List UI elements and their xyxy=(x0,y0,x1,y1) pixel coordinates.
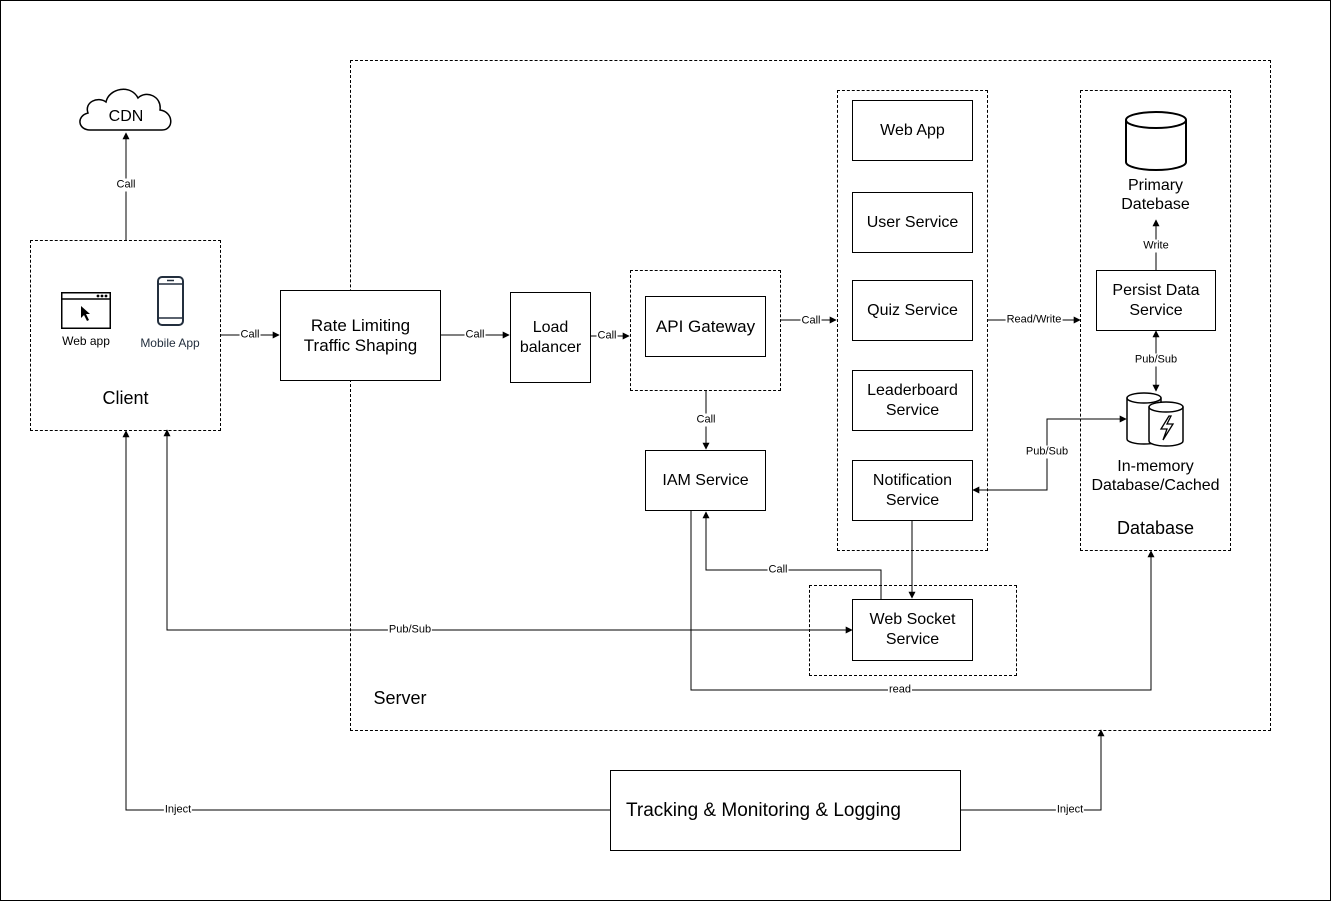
in-memory-database-label: In-memory Database/Cached xyxy=(1091,458,1220,494)
web-socket-container xyxy=(809,585,1017,676)
web-socket-service-box: Web Socket Service xyxy=(852,599,973,661)
primary-database-label: Primary Datebase xyxy=(1121,177,1190,213)
edge-label-lb-gateway: Call xyxy=(596,329,618,343)
web-app-client-label: Web app xyxy=(62,334,110,348)
mobile-app-client-label: Mobile App xyxy=(140,336,200,350)
edge-tracking-server xyxy=(961,729,1105,811)
quiz-service-box: Quiz Service xyxy=(852,280,973,341)
services-container xyxy=(837,90,988,551)
edge-label-client-rate: Call xyxy=(239,328,261,342)
rate-limiting-box: Rate Limiting Traffic Shaping xyxy=(280,290,441,381)
iam-service-box: IAM Service xyxy=(645,450,766,511)
tracking-monitoring-logging-box: Tracking & Monitoring & Logging xyxy=(610,770,961,851)
notification-service-box: Notification Service xyxy=(852,460,973,521)
edge-label-iam-db: read xyxy=(887,683,913,697)
edge-label-tracking-client: Inject xyxy=(163,803,193,817)
edge-label-gateway-iam: Call xyxy=(695,413,717,427)
client-title: Client xyxy=(102,388,149,408)
user-service-box: User Service xyxy=(852,192,973,253)
edge-tracking-client xyxy=(122,430,610,811)
edge-label-client-ws: Pub/Sub xyxy=(387,623,433,637)
edge-client-ws xyxy=(163,429,853,634)
edge-label-cache-persist: Pub/Sub xyxy=(1133,353,1179,367)
cache-database-icon xyxy=(1126,392,1184,447)
database-cylinder-icon xyxy=(1125,111,1187,171)
edge-label-cache-notification: Pub/Sub xyxy=(1024,445,1070,459)
database-title: Database xyxy=(1116,518,1195,538)
edge-label-persist-primary: Write xyxy=(1142,239,1170,253)
cloud-icon xyxy=(79,88,172,131)
leaderboard-service-box: Leaderboard Service xyxy=(852,370,973,431)
client-container xyxy=(30,240,221,431)
edge-label-services-db: Read/Write xyxy=(1005,313,1063,327)
api-gateway-container xyxy=(630,270,781,391)
edge-label-tracking-server: Inject xyxy=(1055,803,1085,817)
server-title: Server xyxy=(373,688,427,708)
load-balancer-box: Load balancer xyxy=(510,292,591,383)
edge-iam-db xyxy=(690,511,1155,691)
database-container xyxy=(1080,90,1231,551)
server-container xyxy=(350,60,1271,731)
mobile-phone-icon xyxy=(157,276,184,326)
cdn-label: CDN xyxy=(108,108,144,125)
browser-icon xyxy=(61,292,111,329)
persist-data-service-box: Persist Data Service xyxy=(1096,270,1216,331)
edge-label-client-cdn: Call xyxy=(115,178,137,192)
edge-label-gateway-services: Call xyxy=(800,314,822,328)
edge-label-rate-lb: Call xyxy=(464,328,486,342)
edge-label-ws-iam: Call xyxy=(767,563,789,577)
web-app-service-box: Web App xyxy=(852,100,973,161)
api-gateway-box: API Gateway xyxy=(645,296,766,357)
